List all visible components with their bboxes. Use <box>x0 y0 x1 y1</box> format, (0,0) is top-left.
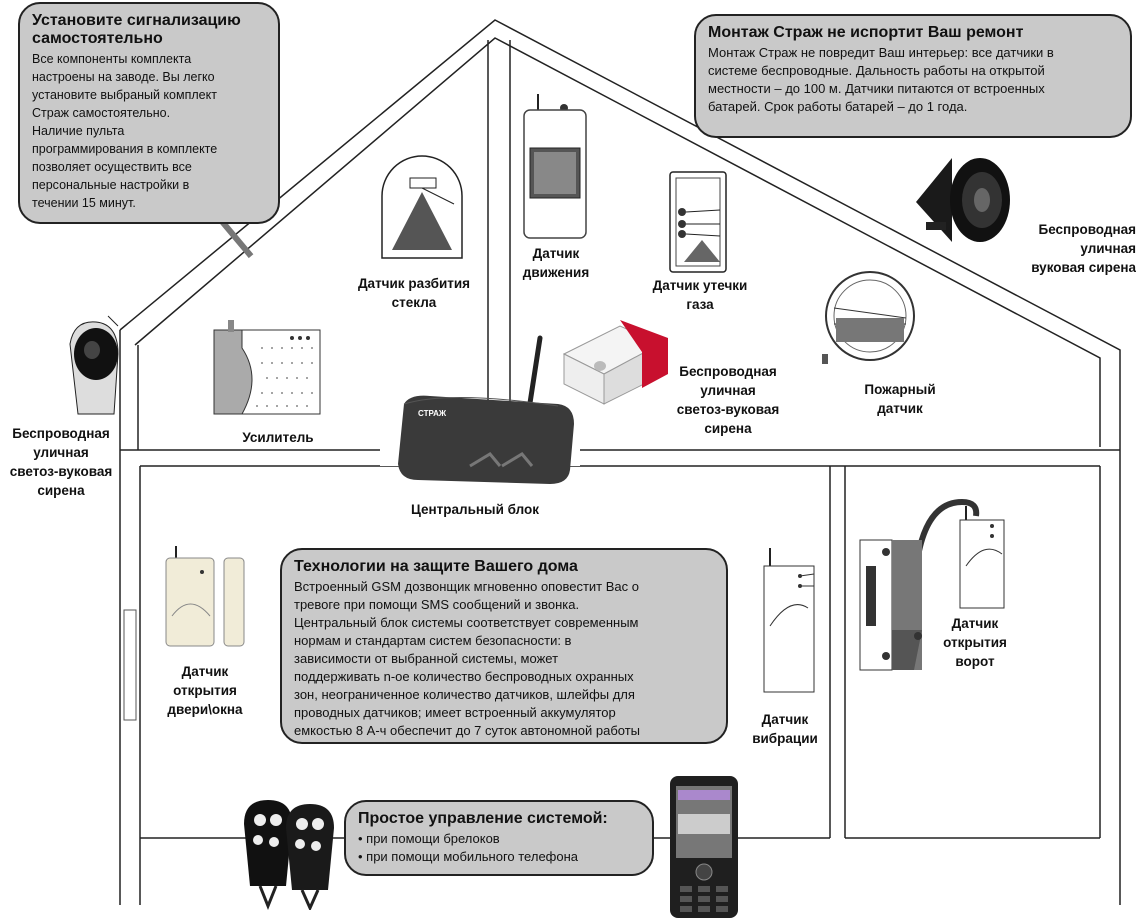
control-box: Простое управление системой: • при помощ… <box>344 800 654 876</box>
self-install-title: Установите сигнализацию самостоятельно <box>32 12 241 47</box>
central-unit-label: Центральный блок <box>410 502 540 517</box>
amplifier-icon <box>213 320 321 415</box>
motion-sensor-icon <box>523 94 587 239</box>
gas-leak-sensor-icon <box>669 171 727 273</box>
strobe-siren-icon <box>562 320 668 405</box>
control-title: Простое управление системой: <box>358 810 608 827</box>
technology-title: Технологии на защите Вашего дома <box>294 558 578 575</box>
gate-sensor-icon <box>859 498 1005 671</box>
amplifier-label: Усилитель <box>242 430 314 445</box>
strobe-siren-label: Беспроводная уличная светоз-вуковая сире… <box>676 364 780 436</box>
gas-leak-label: Датчик утечки газа <box>652 278 748 312</box>
fire-label: Пожарный датчик <box>864 382 936 416</box>
self-install-box: Установите сигнализацию самостоятельно В… <box>18 2 280 224</box>
technology-box: Технологии на защите Вашего дома Встроен… <box>280 548 728 744</box>
motion-label: Датчик движения <box>522 246 590 280</box>
fire-sensor-icon <box>822 271 915 364</box>
mounting-title: Монтаж Страж не испортит Ваш ремонт <box>708 24 1024 41</box>
outdoor-siren-icon <box>916 158 1010 242</box>
door-window-sensor-icon <box>165 546 245 647</box>
door-window-label: Датчик открытия двери\окна <box>167 664 243 717</box>
glass-break-label: Датчик разбития стекла <box>357 276 471 310</box>
mounting-text: Монтаж Страж не повредит Ваш интерьер: в… <box>708 45 1054 114</box>
glass-break-sensor-icon <box>381 155 463 259</box>
outdoor-siren-right-label: Беспроводная уличная вуковая сирена <box>1031 222 1136 275</box>
gate-label: Датчик открытия ворот <box>943 616 1007 669</box>
mobile-phone-icon <box>670 776 738 918</box>
vibration-sensor-icon <box>763 548 815 693</box>
mounting-box: Монтаж Страж не испортит Ваш ремонт Монт… <box>694 14 1132 138</box>
key-fob-icon <box>244 800 334 910</box>
central-unit-icon: СТРАЖ <box>398 335 574 484</box>
vibration-label: Датчик вибрации <box>752 712 818 746</box>
technology-text: Встроенный GSM дозвонщик мгновенно опове… <box>294 579 641 738</box>
outdoor-siren-left-label: Беспроводная уличная светоз-вуковая сире… <box>9 426 113 498</box>
self-install-text: Все компоненты комплекта настроены на за… <box>32 52 218 210</box>
control-text: • при помощи брелоков • при помощи мобил… <box>358 831 579 864</box>
left-outdoor-siren-icon <box>69 315 119 415</box>
brand-text: СТРАЖ <box>418 409 447 418</box>
